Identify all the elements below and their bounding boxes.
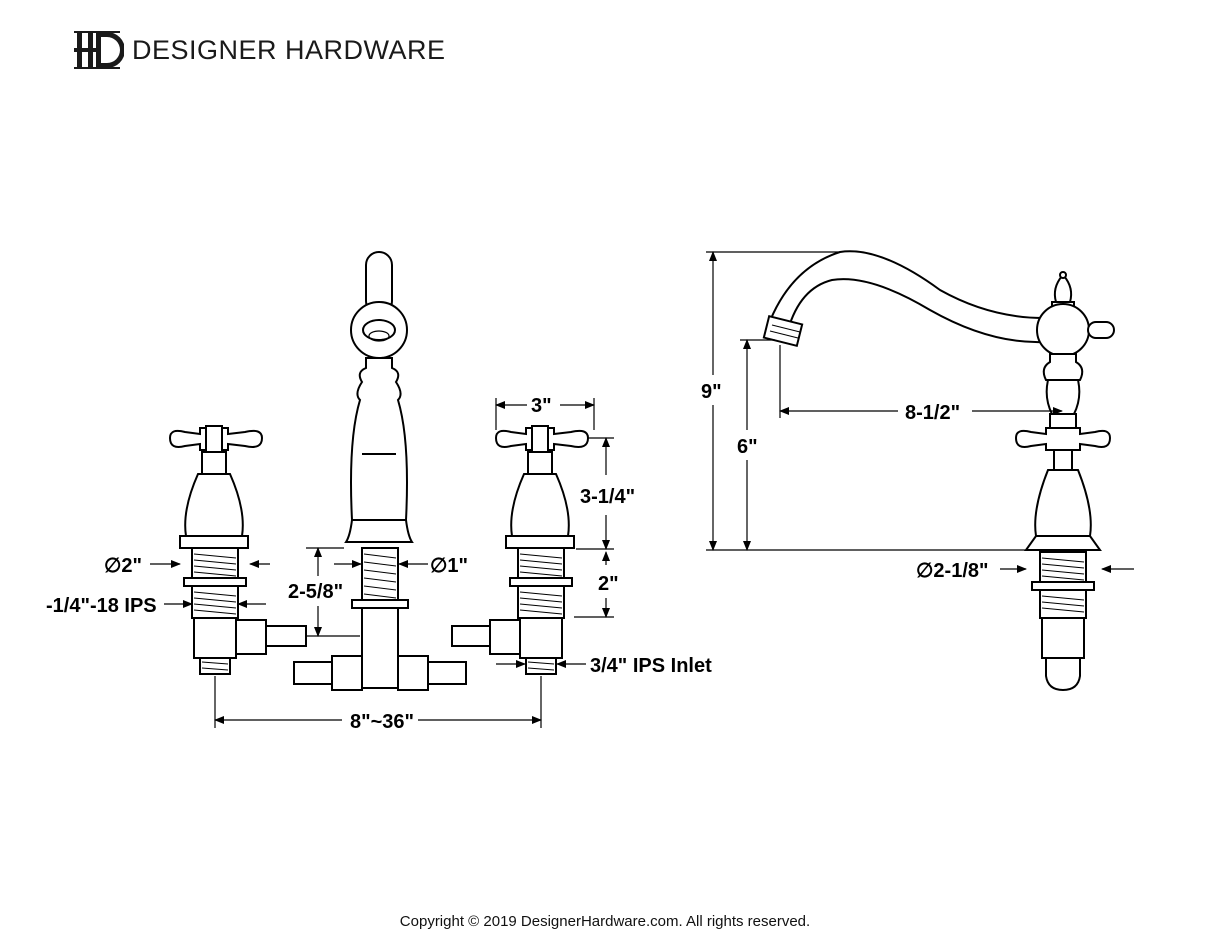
left-handle [168,425,307,675]
dim-spout-shank-diameter: ∅1" [430,555,468,577]
dim-handle-height: 3-1/4" [580,486,635,508]
dim-spout-clearance: 6" [737,436,758,458]
dim-base-diameter: ∅2-1/8" [916,560,989,582]
brand-logo-icon [74,31,124,69]
front-view: 3" 3-1/4" 2" ∅2" -1/4"-18 IPS ∅1" 2-5/8"… [46,251,712,733]
dim-spread: 8"~36" [350,711,414,733]
dim-spout-shank-length: 2-5/8" [288,581,343,603]
front-dimension-lines [150,398,614,728]
dim-handle-base-diameter: ∅2" [104,555,142,577]
copyright-footer: Copyright © 2019 DesignerHardware.com. A… [399,913,811,930]
dim-handle-spacing: 3" [531,395,552,417]
side-view: 9" 6" 8-1/2" ∅2-1/8" [701,250,1134,692]
brand-header: DESIGNER HARDWARE [74,28,446,72]
dim-inlet: 3/4" IPS Inlet [590,655,712,677]
dim-shank-length: 2" [598,573,619,595]
spout-front [293,251,467,691]
dim-valve-thread: -1/4"-18 IPS [46,595,157,617]
right-handle [451,425,590,675]
dim-spout-reach: 8-1/2" [905,402,960,424]
brand-name: DESIGNER HARDWARE [132,34,446,65]
dim-overall-height: 9" [701,381,722,403]
